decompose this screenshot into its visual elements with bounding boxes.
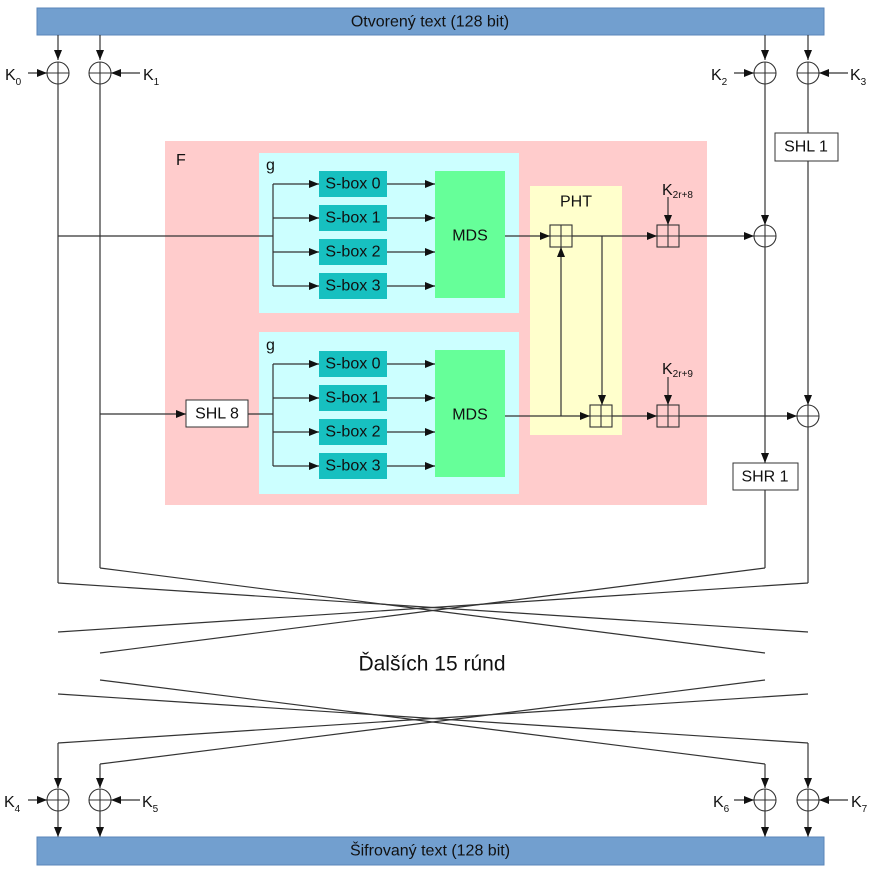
xor-icon bbox=[88, 61, 112, 85]
key-k2r9: K2r+9 bbox=[662, 361, 693, 380]
key-k0: K0 bbox=[5, 67, 22, 88]
g-label-top: g bbox=[266, 157, 275, 174]
shl8-box bbox=[185, 399, 249, 428]
pht-adder-top-icon bbox=[549, 224, 573, 248]
key-k7: K7 bbox=[851, 794, 868, 815]
xor-icon bbox=[753, 788, 777, 812]
xor-icon bbox=[88, 788, 112, 812]
xor-icon bbox=[753, 224, 777, 248]
mds-block-bottom bbox=[435, 350, 505, 477]
sbox-0: S-box 0 bbox=[325, 176, 380, 193]
plaintext-label: Otvorený text (128 bit) bbox=[351, 14, 509, 31]
plaintext-bar bbox=[36, 7, 825, 36]
sbox-1: S-box 1 bbox=[325, 210, 380, 227]
sbox-0: S-box 0 bbox=[325, 356, 380, 373]
shl1-box bbox=[774, 132, 839, 162]
xor-icon bbox=[796, 404, 820, 428]
ciphertext-bar bbox=[36, 836, 825, 866]
xor-icon bbox=[46, 788, 70, 812]
key-k3: K3 bbox=[850, 67, 867, 88]
key-labels: K0 K1 K2 K3 K2r+8 K2r+9 K4 K5 K6 K7 bbox=[4, 67, 868, 815]
xor-icon bbox=[796, 788, 820, 812]
ciphertext-label: Šifrovaný text (128 bit) bbox=[350, 841, 510, 860]
mds-label-bottom: MDS bbox=[452, 407, 488, 424]
key-k2: K2 bbox=[711, 67, 728, 88]
sbox-3: S-box 3 bbox=[325, 458, 380, 475]
shr1-box bbox=[732, 462, 799, 491]
key-adder-top-icon bbox=[656, 224, 680, 248]
sbox-group-top: S-box 0 S-box 1 S-box 2 S-box 3 bbox=[319, 171, 387, 299]
key-k5: K5 bbox=[142, 794, 159, 815]
xor-icon bbox=[753, 61, 777, 85]
pht-block bbox=[530, 186, 622, 435]
key-k1: K1 bbox=[143, 67, 160, 88]
wires bbox=[28, 35, 848, 837]
more-rounds-label: Ďalších 15 rúnd bbox=[358, 653, 505, 676]
g-label-bottom: g bbox=[266, 337, 275, 354]
mds-block-top bbox=[435, 171, 505, 298]
pht-adder-bottom-icon bbox=[589, 404, 613, 428]
sbox-1: S-box 1 bbox=[325, 390, 380, 407]
sbox-group-bottom: S-box 0 S-box 1 S-box 2 S-box 3 bbox=[319, 351, 387, 479]
mds-label-top: MDS bbox=[452, 228, 488, 245]
key-adder-bottom-icon bbox=[656, 404, 680, 428]
f-label: F bbox=[176, 152, 186, 169]
shl1-label: SHL 1 bbox=[784, 139, 828, 156]
key-k4: K4 bbox=[4, 794, 21, 815]
key-k2r8: K2r+8 bbox=[662, 182, 693, 201]
sbox-3: S-box 3 bbox=[325, 278, 380, 295]
adder-icons bbox=[549, 224, 680, 428]
pht-label: PHT bbox=[560, 194, 592, 211]
xor-icons bbox=[46, 61, 820, 812]
shl8-label: SHL 8 bbox=[195, 406, 239, 423]
key-k6: K6 bbox=[713, 794, 730, 815]
sbox-2: S-box 2 bbox=[325, 424, 380, 441]
xor-icon bbox=[796, 61, 820, 85]
sbox-2: S-box 2 bbox=[325, 244, 380, 261]
shr1-label: SHR 1 bbox=[741, 469, 788, 486]
xor-icon bbox=[46, 61, 70, 85]
